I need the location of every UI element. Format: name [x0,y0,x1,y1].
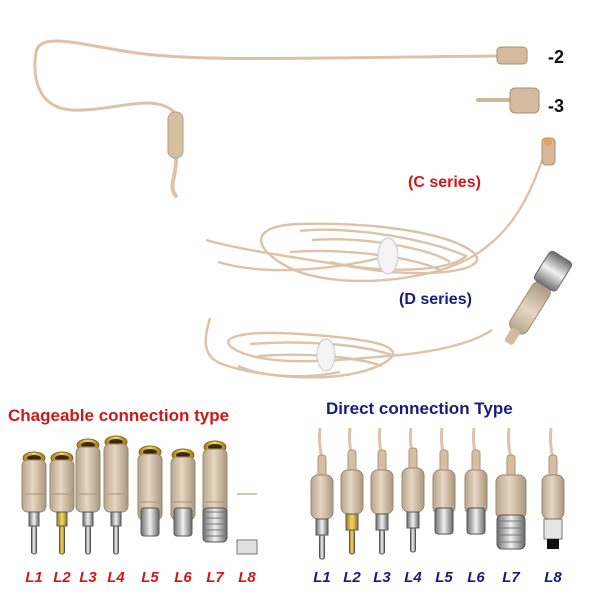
changeable-label-3: L3 [79,569,97,586]
direct-section-title: Direct connection Type [326,399,513,418]
changeable-connector-7 [202,440,228,543]
c-series-cable [205,142,550,283]
direct-connector-1 [310,427,334,560]
changeable-label-6: L6 [174,569,192,586]
direct-connector-7 [495,427,527,550]
changeable-connector-row [21,435,258,555]
changeable-label-5: L5 [141,569,159,586]
direct-label-6: L6 [467,569,485,586]
changeable-connector-8 [236,493,258,555]
changeable-connector-4 [103,435,129,555]
c-series-label: (C series) [408,174,481,191]
direct-label-2: L2 [343,569,361,586]
changeable-connector-5 [137,445,163,537]
direct-connector-4 [401,427,425,553]
changeable-connector-1 [21,451,47,555]
direct-connector-row [310,427,565,560]
direct-connector-8 [541,427,565,549]
changeable-label-7: L7 [206,569,224,586]
direct-connector-5 [432,427,456,535]
changeable-label-4: L4 [107,569,125,586]
earset-microphone [33,39,500,198]
earset-inline-clip [167,111,184,159]
direct-label-3: L3 [373,569,391,586]
d-series-cable [204,317,493,379]
direct-label-1: L1 [313,569,331,586]
d-series-cable-tie [316,338,336,372]
changeable-connector-3 [75,438,101,555]
mic-capsule-3 [476,87,540,114]
changeable-label-1: L1 [25,569,43,586]
d-series-xlr-connector [504,250,573,345]
direct-connector-6 [464,427,488,535]
changeable-connector-6 [170,448,196,537]
direct-label-8: L8 [544,569,562,586]
direct-label-4: L4 [404,569,422,586]
changeable-label-2: L2 [53,569,71,586]
mic-variant-label-2: -2 [548,47,565,67]
mic-capsule-2 [496,46,528,65]
mic-variant-label-3: -3 [548,96,565,116]
direct-connector-3 [370,427,394,555]
changeable-section-title: Chageable connection type [8,406,230,425]
changeable-connector-2 [49,451,75,555]
changeable-label-8: L8 [238,569,256,586]
c-series-cable-tie [377,237,399,275]
direct-label-5: L5 [435,569,453,586]
d-series-label: (D series) [399,291,472,308]
direct-label-7: L7 [502,569,520,586]
direct-connector-2 [340,427,364,555]
